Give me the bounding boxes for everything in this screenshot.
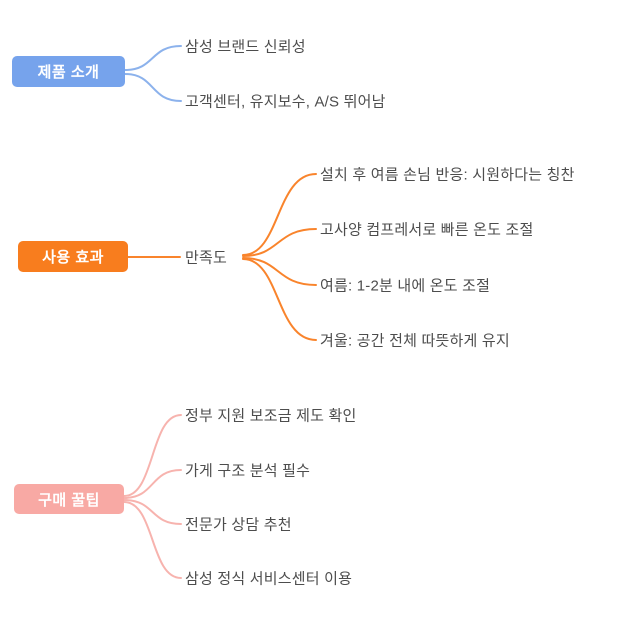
topic-usage-effect[interactable]: 사용 효과 [18, 241, 128, 272]
leaf-satisfaction[interactable]: 만족도 [185, 249, 228, 267]
leaf-summer-temp-control[interactable]: 여름: 1-2분 내에 온도 조절 [320, 277, 491, 295]
connector-satisfaction-child-0 [242, 173, 317, 256]
connector-satisfaction-child-1 [242, 228, 317, 257]
connector-satisfaction-child-2 [242, 257, 317, 286]
connector-product-intro-child-0 [124, 45, 182, 71]
connector-satisfaction-child-3 [242, 258, 317, 341]
topic-product-intro[interactable]: 제품 소개 [12, 56, 125, 87]
connector-product-intro-child-1 [124, 73, 182, 102]
leaf-winter-warmth[interactable]: 겨울: 공간 전체 따뜻하게 유지 [320, 332, 510, 350]
topic-purchase-tips[interactable]: 구매 꿀팁 [14, 484, 124, 514]
leaf-brand-reliability[interactable]: 삼성 브랜드 신뢰성 [185, 38, 306, 56]
connector-purchase-tips-child-1 [123, 469, 182, 499]
leaf-official-service-center[interactable]: 삼성 정식 서비스센터 이용 [185, 570, 353, 588]
connector-purchase-tips-child-0 [123, 414, 182, 497]
leaf-customer-service[interactable]: 고객센터, 유지보수, A/S 뛰어남 [185, 93, 386, 111]
leaf-government-subsidy[interactable]: 정부 지원 보조금 제도 확인 [185, 407, 357, 425]
leaf-summer-guest-reaction[interactable]: 설치 후 여름 손님 반응: 시원하다는 칭찬 [320, 166, 575, 184]
connector-purchase-tips-child-3 [123, 501, 182, 579]
leaf-store-structure[interactable]: 가게 구조 분석 필수 [185, 462, 311, 480]
connector-purchase-tips-child-2 [123, 499, 182, 525]
leaf-expert-consult[interactable]: 전문가 상담 추천 [185, 516, 292, 534]
leaf-compressor-speed[interactable]: 고사양 컴프레서로 빠른 온도 조절 [320, 221, 534, 239]
